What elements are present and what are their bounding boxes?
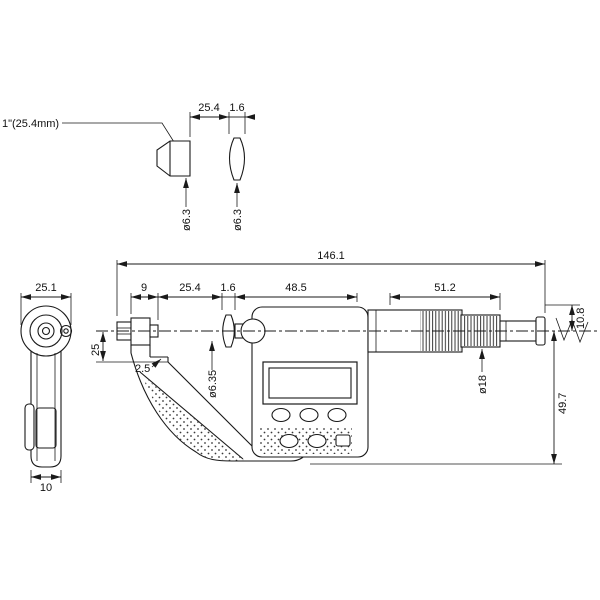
thimble-length-label: 51.2 bbox=[434, 282, 455, 294]
connector-port bbox=[335, 434, 351, 447]
anvil-step-leader bbox=[151, 358, 162, 368]
axis-to-bottom-label: 49.7 bbox=[557, 393, 569, 414]
anvil-step-label: 2.5 bbox=[135, 363, 150, 375]
measuring-gap-label: 25.4 bbox=[179, 282, 200, 294]
left-side-view: 10 bbox=[20, 305, 73, 494]
spindle-dia-main-label: ø6.35 bbox=[207, 370, 219, 398]
anvil-disc-shape bbox=[228, 137, 246, 181]
body-length-label: 48.5 bbox=[285, 282, 306, 294]
anvil-projection-label: 9 bbox=[141, 282, 147, 294]
button bbox=[299, 407, 319, 423]
micrometer-body bbox=[96, 306, 546, 462]
button bbox=[271, 407, 291, 423]
spindle-dia-label: ø6.3 bbox=[181, 209, 193, 231]
detail-tip-dim-label: 1.6 bbox=[229, 102, 244, 114]
detail-gap-dim-label: 25.4 bbox=[198, 102, 219, 114]
spindle-tip-shape bbox=[156, 140, 191, 177]
frame-thickness-label: 10 bbox=[40, 482, 52, 494]
detail-note-leader-line bbox=[62, 122, 175, 143]
overall-length-label: 146.1 bbox=[317, 250, 345, 262]
frame-end-circle-mid bbox=[29, 314, 63, 348]
frame-throat-edge bbox=[167, 361, 253, 447]
break-line-symbol bbox=[555, 317, 589, 344]
detail-view: 1"(25.4mm) 25.4 1.6 ø6.3 ø6.3 bbox=[2, 102, 255, 231]
frame-edge-plate bbox=[24, 403, 35, 451]
button bbox=[327, 407, 347, 423]
detail-note-label: 1"(25.4mm) bbox=[2, 118, 59, 130]
frame-edge-insert bbox=[35, 407, 57, 449]
clamp-screw-center bbox=[63, 328, 69, 334]
frame-outer-edge bbox=[130, 345, 310, 462]
frame-boss bbox=[130, 317, 151, 346]
button bbox=[307, 433, 327, 449]
button bbox=[279, 433, 299, 449]
anvil-dia-label: ø6.3 bbox=[232, 209, 244, 231]
detail-extension-lines bbox=[189, 112, 246, 137]
lcd-display-window bbox=[268, 367, 352, 399]
main-dimensions: 146.1 25.1 9 25.4 1.6 48.5 51.2 25 2.5 ø… bbox=[20, 250, 589, 465]
frame-side-width-label: 25.1 bbox=[35, 282, 56, 294]
lcd-display bbox=[262, 361, 358, 405]
frame-end-circle-inner bbox=[37, 322, 55, 340]
frame-edge-profile bbox=[30, 351, 62, 468]
frame-grip-texture bbox=[141, 374, 244, 461]
frame-end-circle-center bbox=[41, 326, 51, 336]
throat-depth-label: 25 bbox=[90, 344, 102, 356]
ratchet-dia-label: ø18 bbox=[477, 375, 489, 394]
frame-chamfer-edge bbox=[139, 371, 244, 460]
clamp-screw-circle bbox=[59, 324, 73, 338]
axis-to-top-label: 10.8 bbox=[575, 308, 587, 329]
tip-thickness-label: 1.6 bbox=[220, 282, 235, 294]
